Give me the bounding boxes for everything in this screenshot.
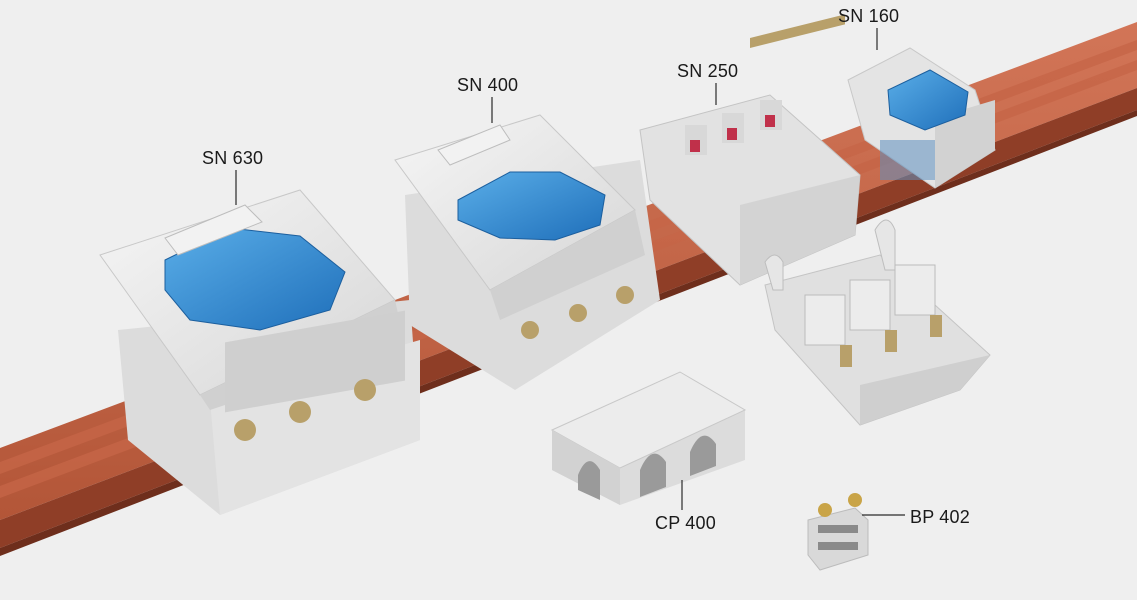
- sn160-unit: [847, 47, 996, 189]
- open-base-unit: [764, 219, 991, 426]
- label-sn400: SN 400: [457, 75, 519, 95]
- label-sn630: SN 630: [202, 148, 264, 168]
- label-sn160: SN 160: [838, 6, 900, 26]
- cp400-cover: [550, 371, 747, 505]
- label-cp400: CP 400: [655, 513, 716, 533]
- bp402-terminal: [807, 493, 869, 571]
- leader-lines: [235, 28, 905, 516]
- sn250-unit: [639, 14, 861, 286]
- label-sn250: SN 250: [677, 61, 739, 81]
- sn630-unit: [99, 189, 420, 515]
- sn400-unit: [394, 114, 660, 390]
- label-bp402: BP 402: [910, 507, 970, 527]
